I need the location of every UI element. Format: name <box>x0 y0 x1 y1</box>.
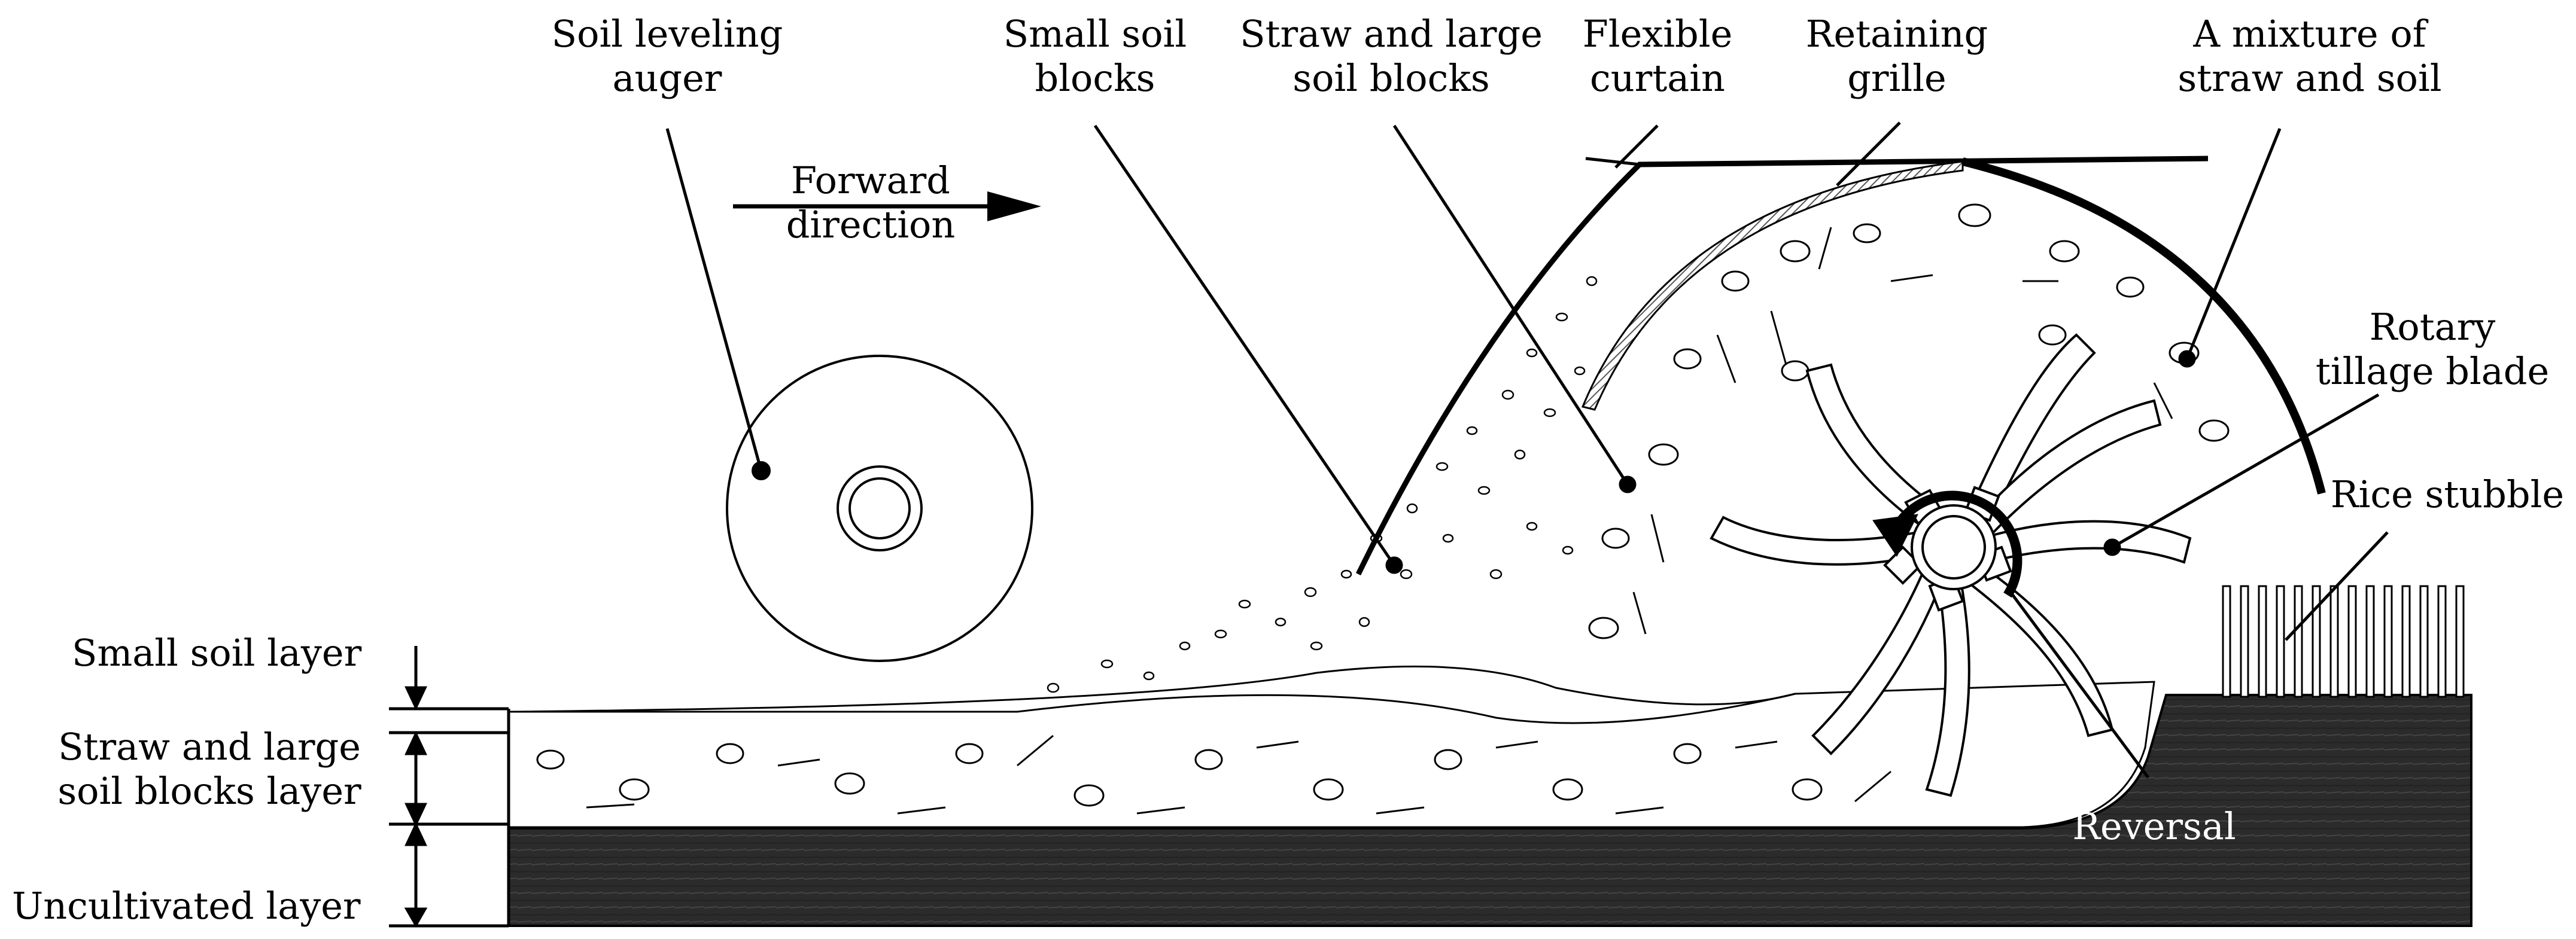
forward-direction-label: Forward direction <box>786 158 956 246</box>
layer-debris <box>536 734 1891 815</box>
straw-soil-layer <box>507 681 2155 828</box>
forward-arrow <box>733 191 1041 221</box>
small-layer-top-line <box>508 665 1796 713</box>
small-soil-layer-label: Small soil layer <box>72 631 362 675</box>
mixture-label: A mixture of straw and soil <box>2177 12 2442 100</box>
rotary-blade-label: Rotary tillage blade <box>2315 305 2550 393</box>
auger-label: Soil leveling auger <box>551 12 783 100</box>
soil-leveling-auger <box>726 355 1033 662</box>
uncultivated-layer-label: Uncultivated layer <box>12 884 361 928</box>
reversal-label: Reversal <box>2072 804 2236 848</box>
straw-layer-label: Straw and large soil blocks layer <box>57 725 361 813</box>
retaining-grille-label: Retaining grille <box>1805 12 1988 100</box>
straw-large-soil-label: Straw and large soil blocks <box>1240 12 1543 100</box>
retaining-grille <box>1581 160 1964 411</box>
rice-stubble <box>2222 585 2465 698</box>
leader-lines <box>665 121 2389 779</box>
reversal-arrow <box>1872 490 2023 598</box>
thrown-small-soil <box>1047 276 1598 693</box>
flexible-curtain <box>1355 156 2326 575</box>
flexible-curtain-label: Flexible curtain <box>1582 12 1733 100</box>
uncultivated-ground <box>507 694 2472 927</box>
rice-stubble-label: Rice stubble <box>2330 472 2565 516</box>
small-soil-blocks-label: Small soil blocks <box>1003 12 1187 100</box>
layer-scale <box>389 646 510 928</box>
